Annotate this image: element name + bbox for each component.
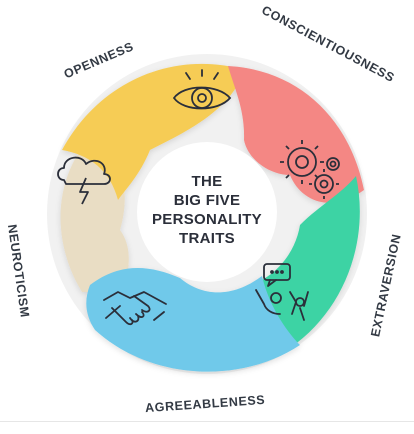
segment-extraversion <box>257 176 360 348</box>
handshake-icon <box>103 291 167 326</box>
center-line-2: BIG FIVE <box>173 192 241 209</box>
center-disc <box>137 142 277 282</box>
storm-cloud-icon <box>57 156 111 205</box>
gears-icon <box>280 140 340 199</box>
label-openness: OPENNESS <box>62 39 136 81</box>
center-line-3: PERSONALITY <box>152 211 262 228</box>
center-line-1: THE <box>191 173 223 190</box>
segment-openness <box>62 63 245 200</box>
label-agreeableness: AGREEABLENESS <box>145 393 266 415</box>
label-neuroticism: NEUROTICISM <box>5 223 32 318</box>
label-extraversion: EXTRAVERSION <box>368 233 404 339</box>
people-chat-icon <box>255 263 309 321</box>
center-line-4: TRAITS <box>179 230 235 247</box>
eye-icon <box>172 69 232 110</box>
bottom-divider <box>0 421 414 422</box>
center-title: THE BIG FIVE PERSONALITY TRAITS <box>147 172 267 248</box>
